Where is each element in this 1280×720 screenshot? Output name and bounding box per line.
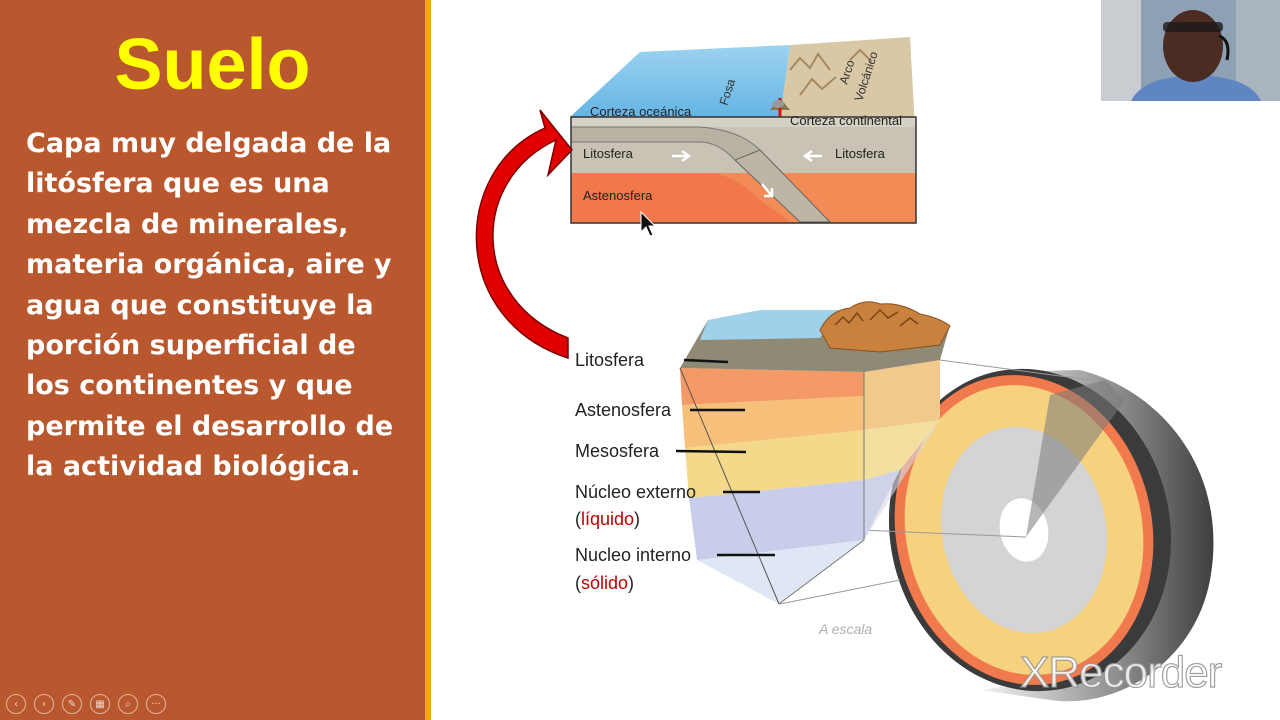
pen-tool-button[interactable]: ✎ xyxy=(62,694,82,714)
body-line: porción superficial de xyxy=(26,330,356,362)
label-a-escala: A escala xyxy=(818,621,872,637)
cursor-icon xyxy=(640,210,657,237)
label-corteza-oceanica: Corteza oceánica xyxy=(590,104,692,119)
earth-diagram: Fosa Arco Volcánico Corteza oceánica Cor… xyxy=(475,37,1214,702)
next-slide-button[interactable]: › xyxy=(34,694,54,714)
panel-divider xyxy=(425,0,431,720)
body-line: permite el desarrollo de xyxy=(26,410,394,442)
label-litosfera: Litosfera xyxy=(575,350,645,370)
slideshow-controls: ‹ › ✎ ▦ ⌕ ··· xyxy=(6,694,166,714)
presenter-video xyxy=(1101,0,1280,101)
slide-title: Suelo xyxy=(114,25,311,105)
label-nucleo-externo: Núcleo externo xyxy=(575,482,696,502)
body-line: mezcla de minerales, xyxy=(26,208,349,240)
webcam-overlay xyxy=(1101,0,1280,101)
label-litosfera-left: Litosfera xyxy=(583,146,634,161)
label-corteza-continental: Corteza continental xyxy=(790,113,902,128)
body-line: litósfera que es una xyxy=(26,168,330,200)
label-astenosfera-plate: Astenosfera xyxy=(583,188,653,203)
slide-body: Capa muy delgada de la litósfera que es … xyxy=(26,124,418,488)
recorder-watermark: XRecorder xyxy=(1019,647,1223,697)
body-line: materia orgánica, aire y xyxy=(26,249,392,281)
label-litosfera-right: Litosfera xyxy=(835,146,886,161)
label-liquido: (líquido) xyxy=(575,509,640,529)
label-mesosfera: Mesosfera xyxy=(575,441,660,461)
label-solido: (sólido) xyxy=(575,573,634,593)
body-line: Capa muy delgada de la xyxy=(26,128,392,159)
body-line: la actividad biológica. xyxy=(26,451,361,483)
body-line: agua que constituye la xyxy=(26,289,374,321)
label-astenosfera: Astenosfera xyxy=(575,400,672,420)
label-nucleo-interno: Nucleo interno xyxy=(575,545,691,565)
previous-slide-button[interactable]: ‹ xyxy=(6,694,26,714)
subduction-block xyxy=(570,37,917,224)
curved-arrow-icon xyxy=(475,109,573,360)
zoom-button[interactable]: ⌕ xyxy=(118,694,138,714)
earth-sphere xyxy=(888,368,1214,702)
more-options-button[interactable]: ··· xyxy=(146,694,166,714)
body-line: los continentes y que xyxy=(26,370,353,402)
see-all-slides-button[interactable]: ▦ xyxy=(90,694,110,714)
text-panel xyxy=(0,0,425,720)
